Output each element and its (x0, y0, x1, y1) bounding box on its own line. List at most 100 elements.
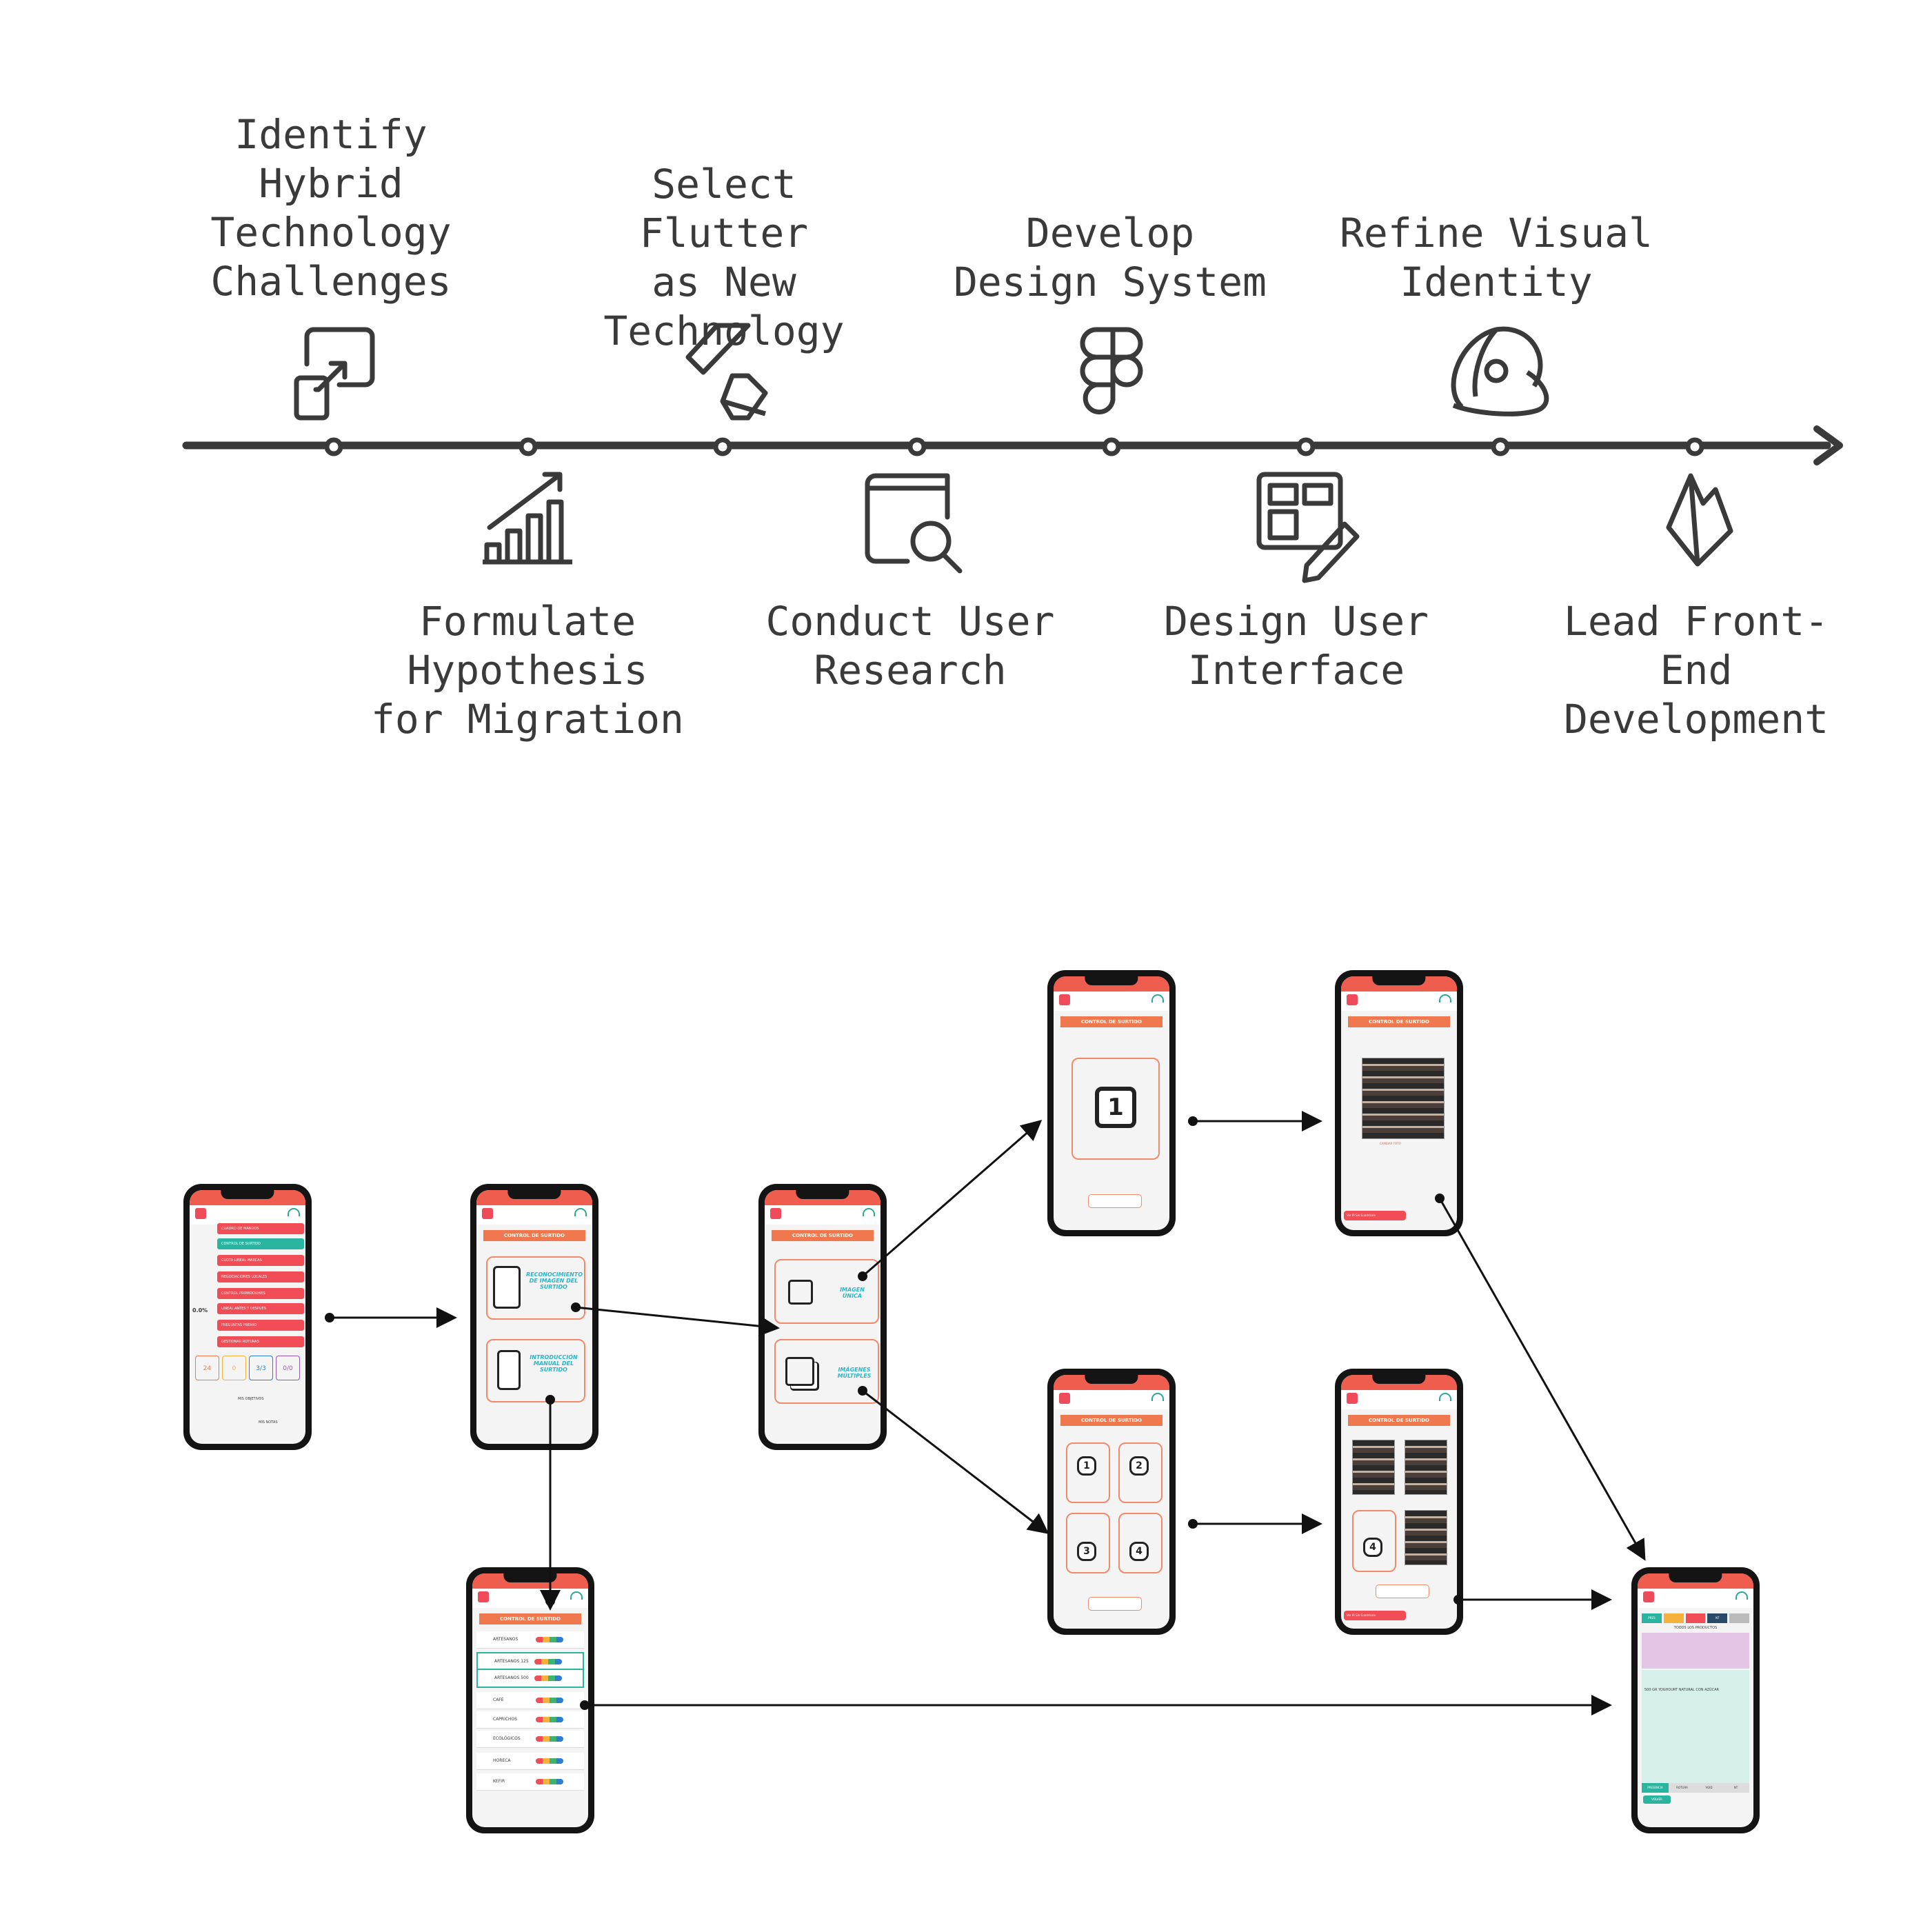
objectives-link[interactable]: MIS OBJETIVOS (238, 1397, 264, 1401)
multiple-images-icon (785, 1357, 814, 1386)
home-percent: 0.0% (192, 1307, 208, 1314)
marker-7 (1491, 437, 1510, 456)
option-card-manual[interactable]: INTRODUCCIÓN MANUAL DEL SURTIDO (486, 1339, 585, 1402)
wifi-icon (863, 1208, 875, 1216)
arrow-image-mode-to-multiple (862, 1389, 1049, 1534)
capture-slot-1[interactable]: 1 (1066, 1442, 1110, 1503)
shelf-photo-3 (1405, 1510, 1447, 1565)
rising-chart-icon (483, 472, 572, 565)
step-label-visual-identity: Refine Visual Identity (1340, 210, 1653, 305)
step-label-design-system: Develop Design System (954, 210, 1267, 305)
capture-slot-3[interactable]: 3 (1066, 1513, 1110, 1573)
marker-4 (907, 437, 927, 456)
wifi-icon (288, 1208, 300, 1216)
app-logo (195, 1208, 206, 1219)
process-button[interactable]: Ver IR Sin Cuadrícula (1344, 1211, 1406, 1220)
menu-item-negotiations[interactable]: NEGOCIACIONES LOCALES (217, 1271, 304, 1282)
capture-slot-2[interactable]: 2 (1118, 1442, 1163, 1503)
connector-dot (571, 1302, 581, 1312)
back-button[interactable]: VOLVER (1643, 1795, 1671, 1804)
category-row[interactable]: CAPRICHOS (476, 1711, 584, 1729)
process-button[interactable]: Ver IR Sin Cuadrícula (1344, 1611, 1406, 1620)
change-photo-button[interactable]: CAMBIAR FOTO (1380, 1142, 1401, 1145)
capture-slot[interactable]: 1 (1071, 1058, 1160, 1160)
filter-tabs[interactable]: PRES NT (1642, 1613, 1749, 1623)
wifi-icon (1439, 994, 1451, 1003)
app-logo (1059, 1393, 1070, 1404)
app-logo (1059, 994, 1070, 1005)
capture-slot-4[interactable]: 4 (1352, 1510, 1396, 1572)
arrow-image-mode-to-single (862, 1120, 1043, 1278)
stat-2: 0 (222, 1356, 246, 1380)
wifi-icon (1735, 1591, 1748, 1600)
breakage-button[interactable]: ROTURA (1669, 1783, 1695, 1793)
app-logo (1643, 1591, 1654, 1602)
connector-dot (325, 1313, 334, 1322)
category-row[interactable]: ECOLÓGICOS (476, 1731, 584, 1748)
filter-tab-5[interactable] (1729, 1613, 1749, 1623)
menu-item-before-after[interactable]: LINEAL ANTES Y DESPUÉS (217, 1303, 304, 1314)
wifi-icon (1151, 1393, 1164, 1401)
gallery-camera-buttons[interactable] (1088, 1597, 1142, 1611)
category-row[interactable]: ARTESANOS 500 (476, 1669, 584, 1688)
filter-tab-nt[interactable]: NT (1707, 1613, 1728, 1623)
option-card-recognition[interactable]: RECONOCIMIENTO DE IMAGEN DEL SURTIDO (486, 1256, 585, 1320)
notes-link[interactable]: MIS NOTAS (259, 1420, 278, 1425)
nt-button[interactable]: NT (1722, 1783, 1749, 1793)
step-label-select-flutter: Select Flutter as New Technology (603, 161, 845, 354)
timeline-arrowhead (1813, 425, 1843, 465)
stats-row: 24 0 3/3 0/0 (195, 1356, 300, 1380)
arrow-single-result-to-detail (1438, 1198, 1646, 1561)
filter-tab-3[interactable] (1685, 1613, 1706, 1623)
menu-item-share[interactable]: CUOTA LINEAL MARCAS (217, 1255, 304, 1266)
void-button[interactable]: VOID (1695, 1783, 1722, 1793)
gallery-camera-buttons[interactable] (1088, 1194, 1142, 1208)
shelf-photo (1362, 1058, 1445, 1139)
category-row[interactable]: ARTESANOS (476, 1631, 584, 1649)
phone-category-list: CONTROL DE SURTIDO ARTESANOS ARTESANOS 1… (466, 1567, 594, 1833)
react-native-logo-icon (1451, 326, 1549, 416)
menu-item-promotions[interactable]: CONTROL PROMOCIONES (217, 1288, 304, 1299)
step-label-hypothesis: Formulate Hypothesis for Migration (371, 598, 684, 743)
stat-3: 3/3 (249, 1356, 273, 1380)
all-products-header: TODOS LOS PRODUCTOS (1673, 1626, 1718, 1630)
timeline-markers (324, 437, 1704, 456)
option-card-single-image[interactable]: IMAGEN ÚNICA (774, 1259, 879, 1324)
phone-assortment-options: CONTROL DE SURTIDO RECONOCIMIENTO DE IMA… (470, 1184, 598, 1450)
category-row[interactable]: HORECA (476, 1753, 584, 1770)
option-label-manual: INTRODUCCIÓN MANUAL DEL SURTIDO (530, 1354, 578, 1373)
firebase-logo-icon (1666, 473, 1733, 567)
menu-item-dashboard[interactable]: CUADRO DE MANDOS (217, 1223, 304, 1234)
screen-title: CONTROL DE SURTIDO (1348, 1016, 1450, 1027)
app-logo (770, 1208, 781, 1219)
category-row[interactable]: KEFIR (476, 1773, 584, 1791)
filter-tab-2[interactable] (1663, 1613, 1684, 1623)
slot-number-4: 4 (1363, 1538, 1382, 1557)
step-label-design-ui: Design User Interface (1163, 598, 1429, 694)
connector-dot (1188, 1116, 1198, 1126)
stat-4: 0/0 (276, 1356, 300, 1380)
step-label-user-research: Conduct User Research (765, 598, 1055, 694)
presence-button[interactable]: PRESENCIA (1642, 1783, 1669, 1793)
filter-tab-presence[interactable]: PRES (1642, 1613, 1662, 1623)
arrow-options-to-image-mode (575, 1306, 780, 1337)
product-name: 500 GR YOGHOURT NATURAL CON AZÚCAR (1644, 1688, 1719, 1692)
option-label-single: IMAGEN ÚNICA (840, 1287, 865, 1299)
screen-title: CONTROL DE SURTIDO (483, 1230, 585, 1241)
action-buttons[interactable]: PRESENCIA ROTURA VOID NT (1642, 1783, 1749, 1793)
single-image-icon (788, 1280, 813, 1305)
menu-item-breakages[interactable]: GESTIONAR ROTURAS (217, 1336, 304, 1347)
screen-title: CONTROL DE SURTIDO (1060, 1016, 1163, 1027)
category-row[interactable]: CAFÉ (476, 1692, 584, 1709)
capture-slot-4[interactable]: 4 (1118, 1513, 1163, 1573)
connector-dot (1188, 1519, 1198, 1529)
slot-number-1: 1 (1095, 1087, 1136, 1128)
phone-product-detail: PRES NT TODOS LOS PRODUCTOS 500 GR YOGHO… (1631, 1567, 1760, 1833)
gallery-camera-buttons[interactable] (1376, 1584, 1429, 1598)
menu-item-assortment[interactable]: CONTROL DE SURTIDO (217, 1238, 304, 1249)
option-label-recognition: RECONOCIMIENTO DE IMAGEN DEL SURTIDO (526, 1271, 583, 1290)
connector-dot (580, 1700, 590, 1710)
app-logo (1347, 1393, 1358, 1404)
menu-item-questions[interactable]: PREGUNTAS PREMIO (217, 1320, 304, 1331)
phone-single-capture: CONTROL DE SURTIDO 1 (1047, 970, 1176, 1236)
